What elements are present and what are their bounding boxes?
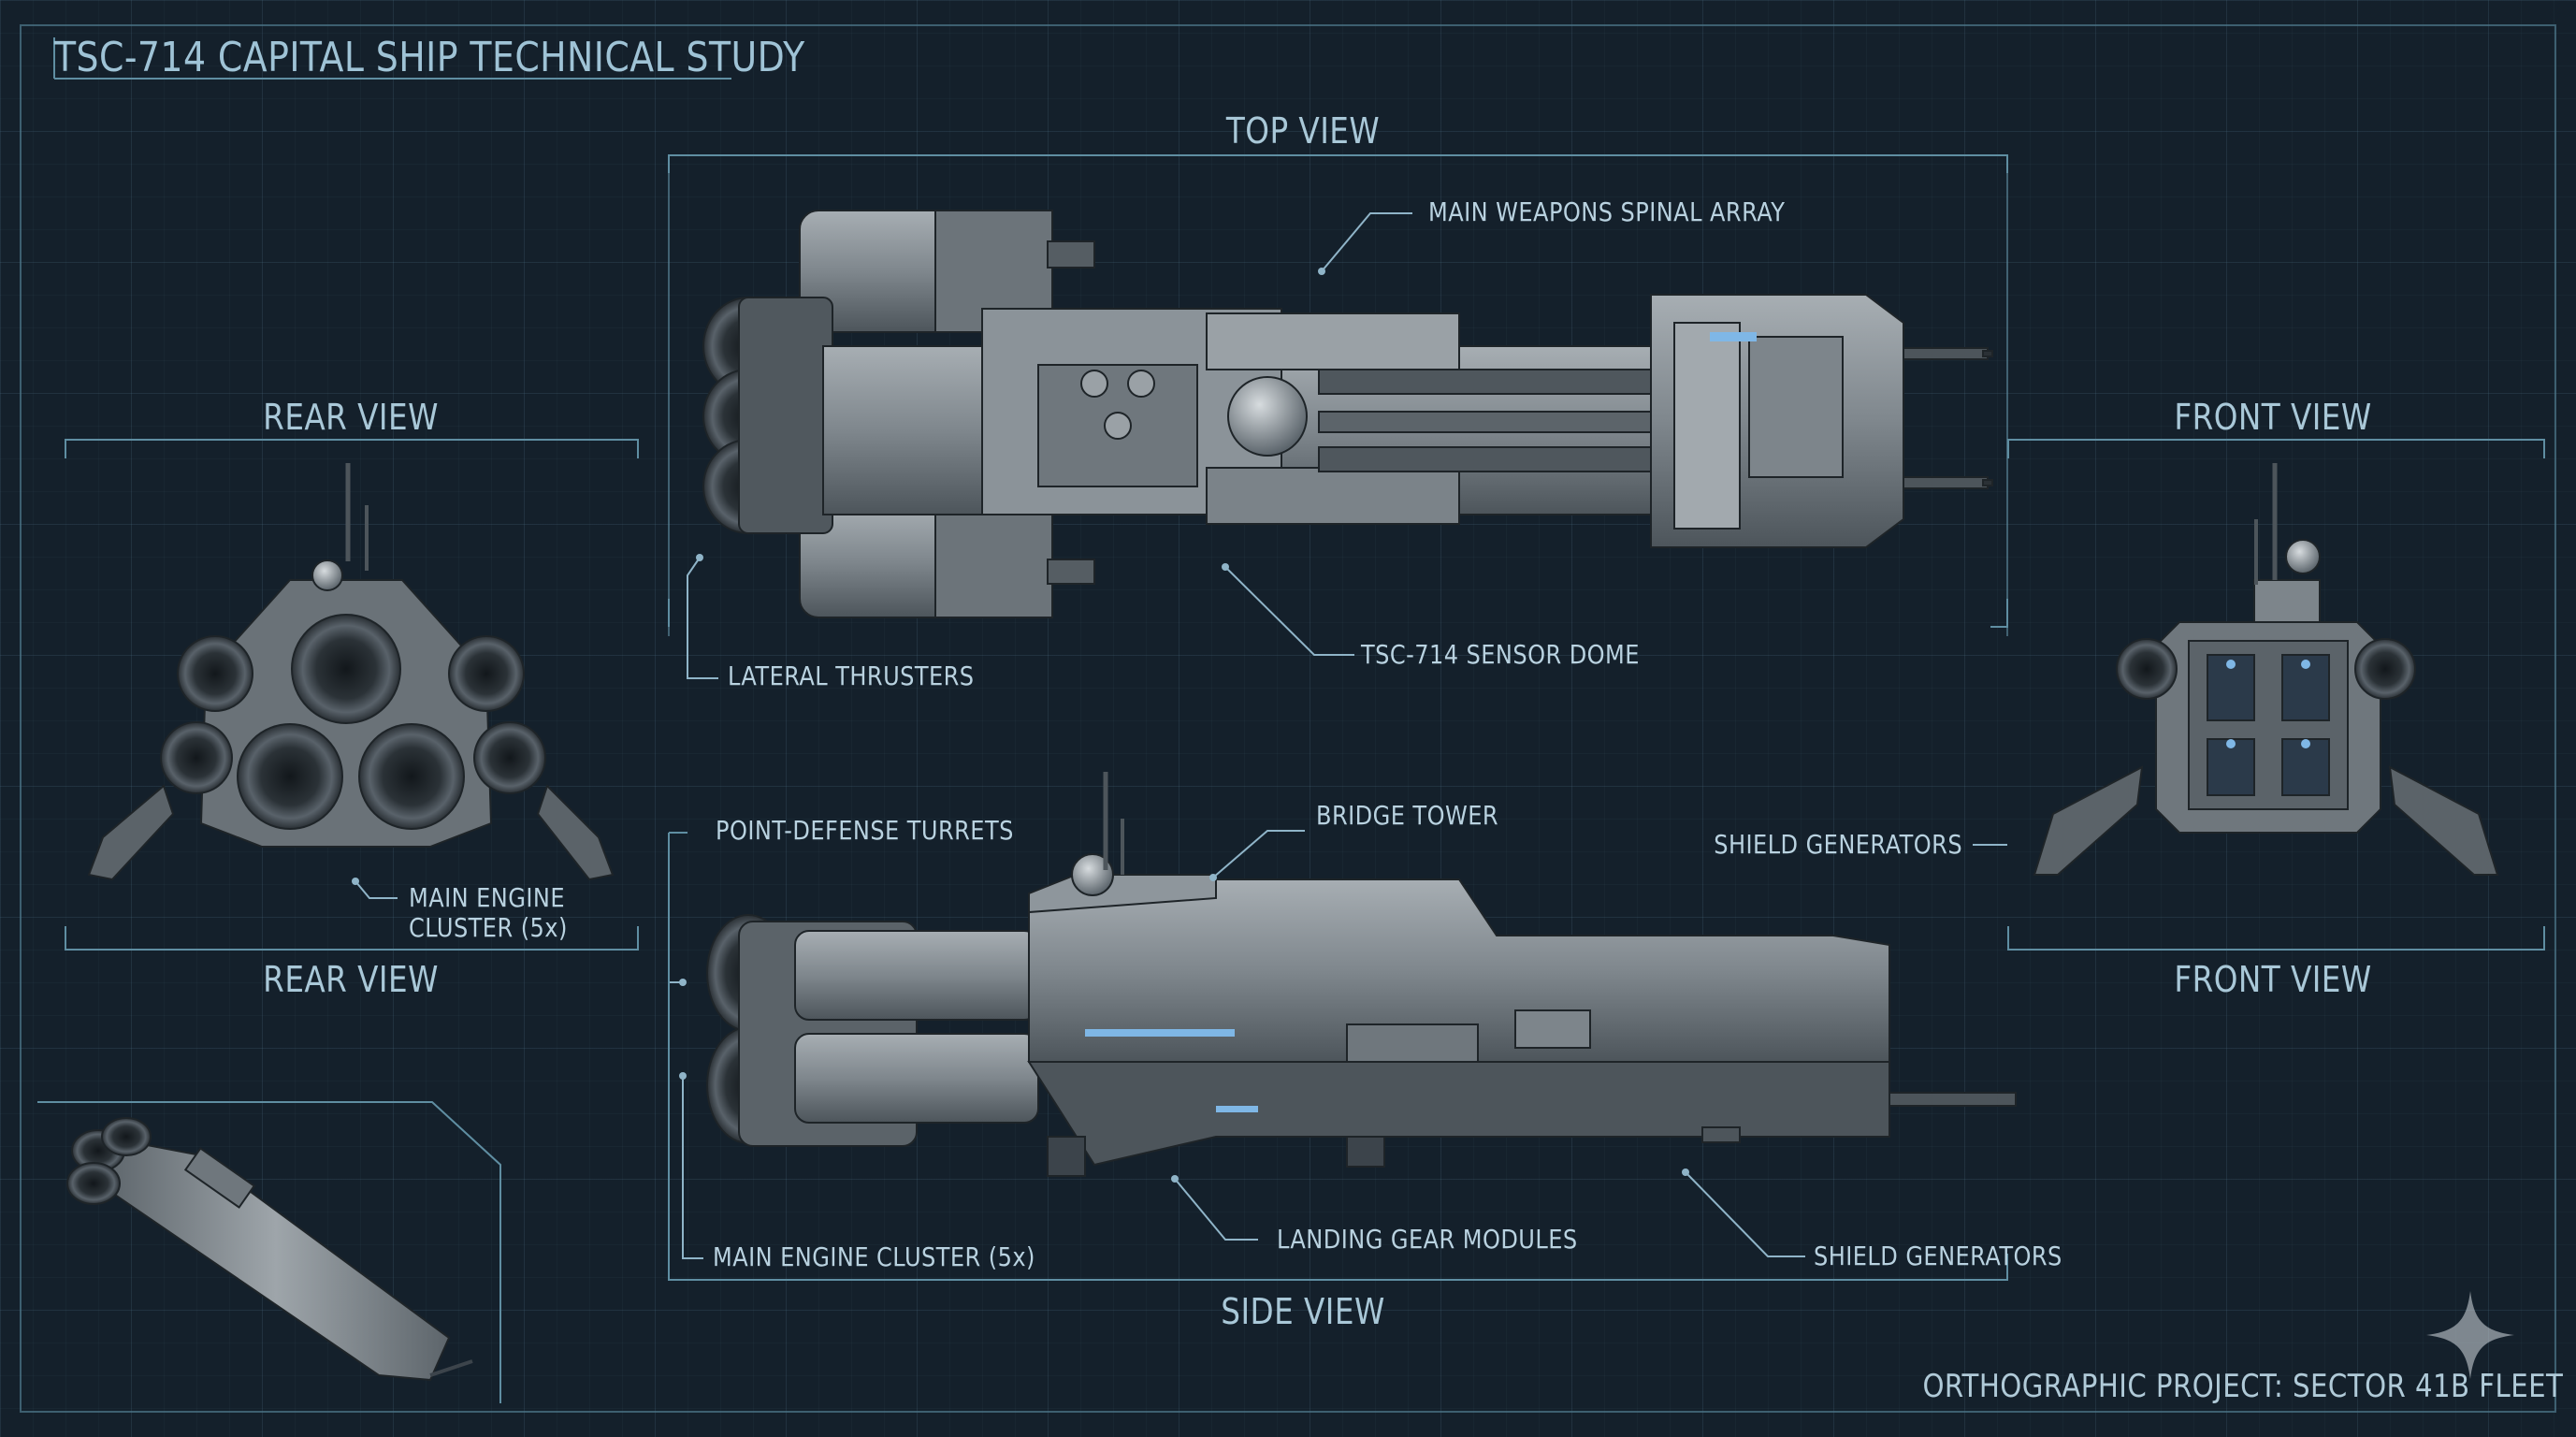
front-view-label-top: FRONT VIEW [2174,397,2372,438]
callout-bridge-tower: BRIDGE TOWER [1316,800,1499,831]
callout-point-defense: POINT-DEFENSE TURRETS [716,815,1014,846]
ship-top-view [702,210,1993,618]
callout-main-weapons: MAIN WEAPONS SPINAL ARRAY [1428,196,1786,227]
ship-rear-view [87,463,615,881]
rear-view-frame [65,439,639,951]
callout-lateral-thrusters: LATERAL THRUSTERS [728,660,975,691]
sheet-frame [20,24,2556,1413]
sparkle-icon [2426,1291,2514,1379]
rear-view-label-top: REAR VIEW [263,397,439,438]
callout-main-engine-rear-line1: MAIN ENGINE [409,882,565,913]
top-view-label: TOP VIEW [1225,110,1381,152]
callout-shield-generators-side: SHIELD GENERATORS [1814,1241,2062,1271]
side-view-label: SIDE VIEW [1221,1291,1385,1332]
callout-sensor-dome: TSC-714 SENSOR DOME [1361,639,1640,670]
ship-side-view [706,772,2017,1177]
sheet-title: TSC-714 CAPITAL SHIP TECHNICAL STUDY [54,34,805,81]
rear-view-label-bottom: REAR VIEW [263,959,439,1000]
callout-leaders [355,212,2007,1259]
callout-landing-gear: LANDING GEAR MODULES [1277,1224,1578,1255]
callout-main-engine-side: MAIN ENGINE CLUSTER (5x) [713,1241,1035,1272]
callout-anchor-dots [352,268,1689,1183]
callout-main-engine-rear-line2: CLUSTER (5x) [409,912,568,943]
top-view-frame [668,154,2008,636]
footer-project-label: ORTHOGRAPHIC PROJECT: SECTOR 41B FLEET [1922,1368,2563,1405]
perspective-inset-frame [37,1101,501,1403]
ship-front-view [2033,463,2499,876]
front-view-frame [2007,439,2545,951]
ship-perspective-view [66,1117,473,1382]
callout-shield-generators-front: SHIELD GENERATORS [1714,829,1962,860]
side-view-frame [668,832,2008,1281]
front-view-label-bottom: FRONT VIEW [2174,959,2372,1000]
